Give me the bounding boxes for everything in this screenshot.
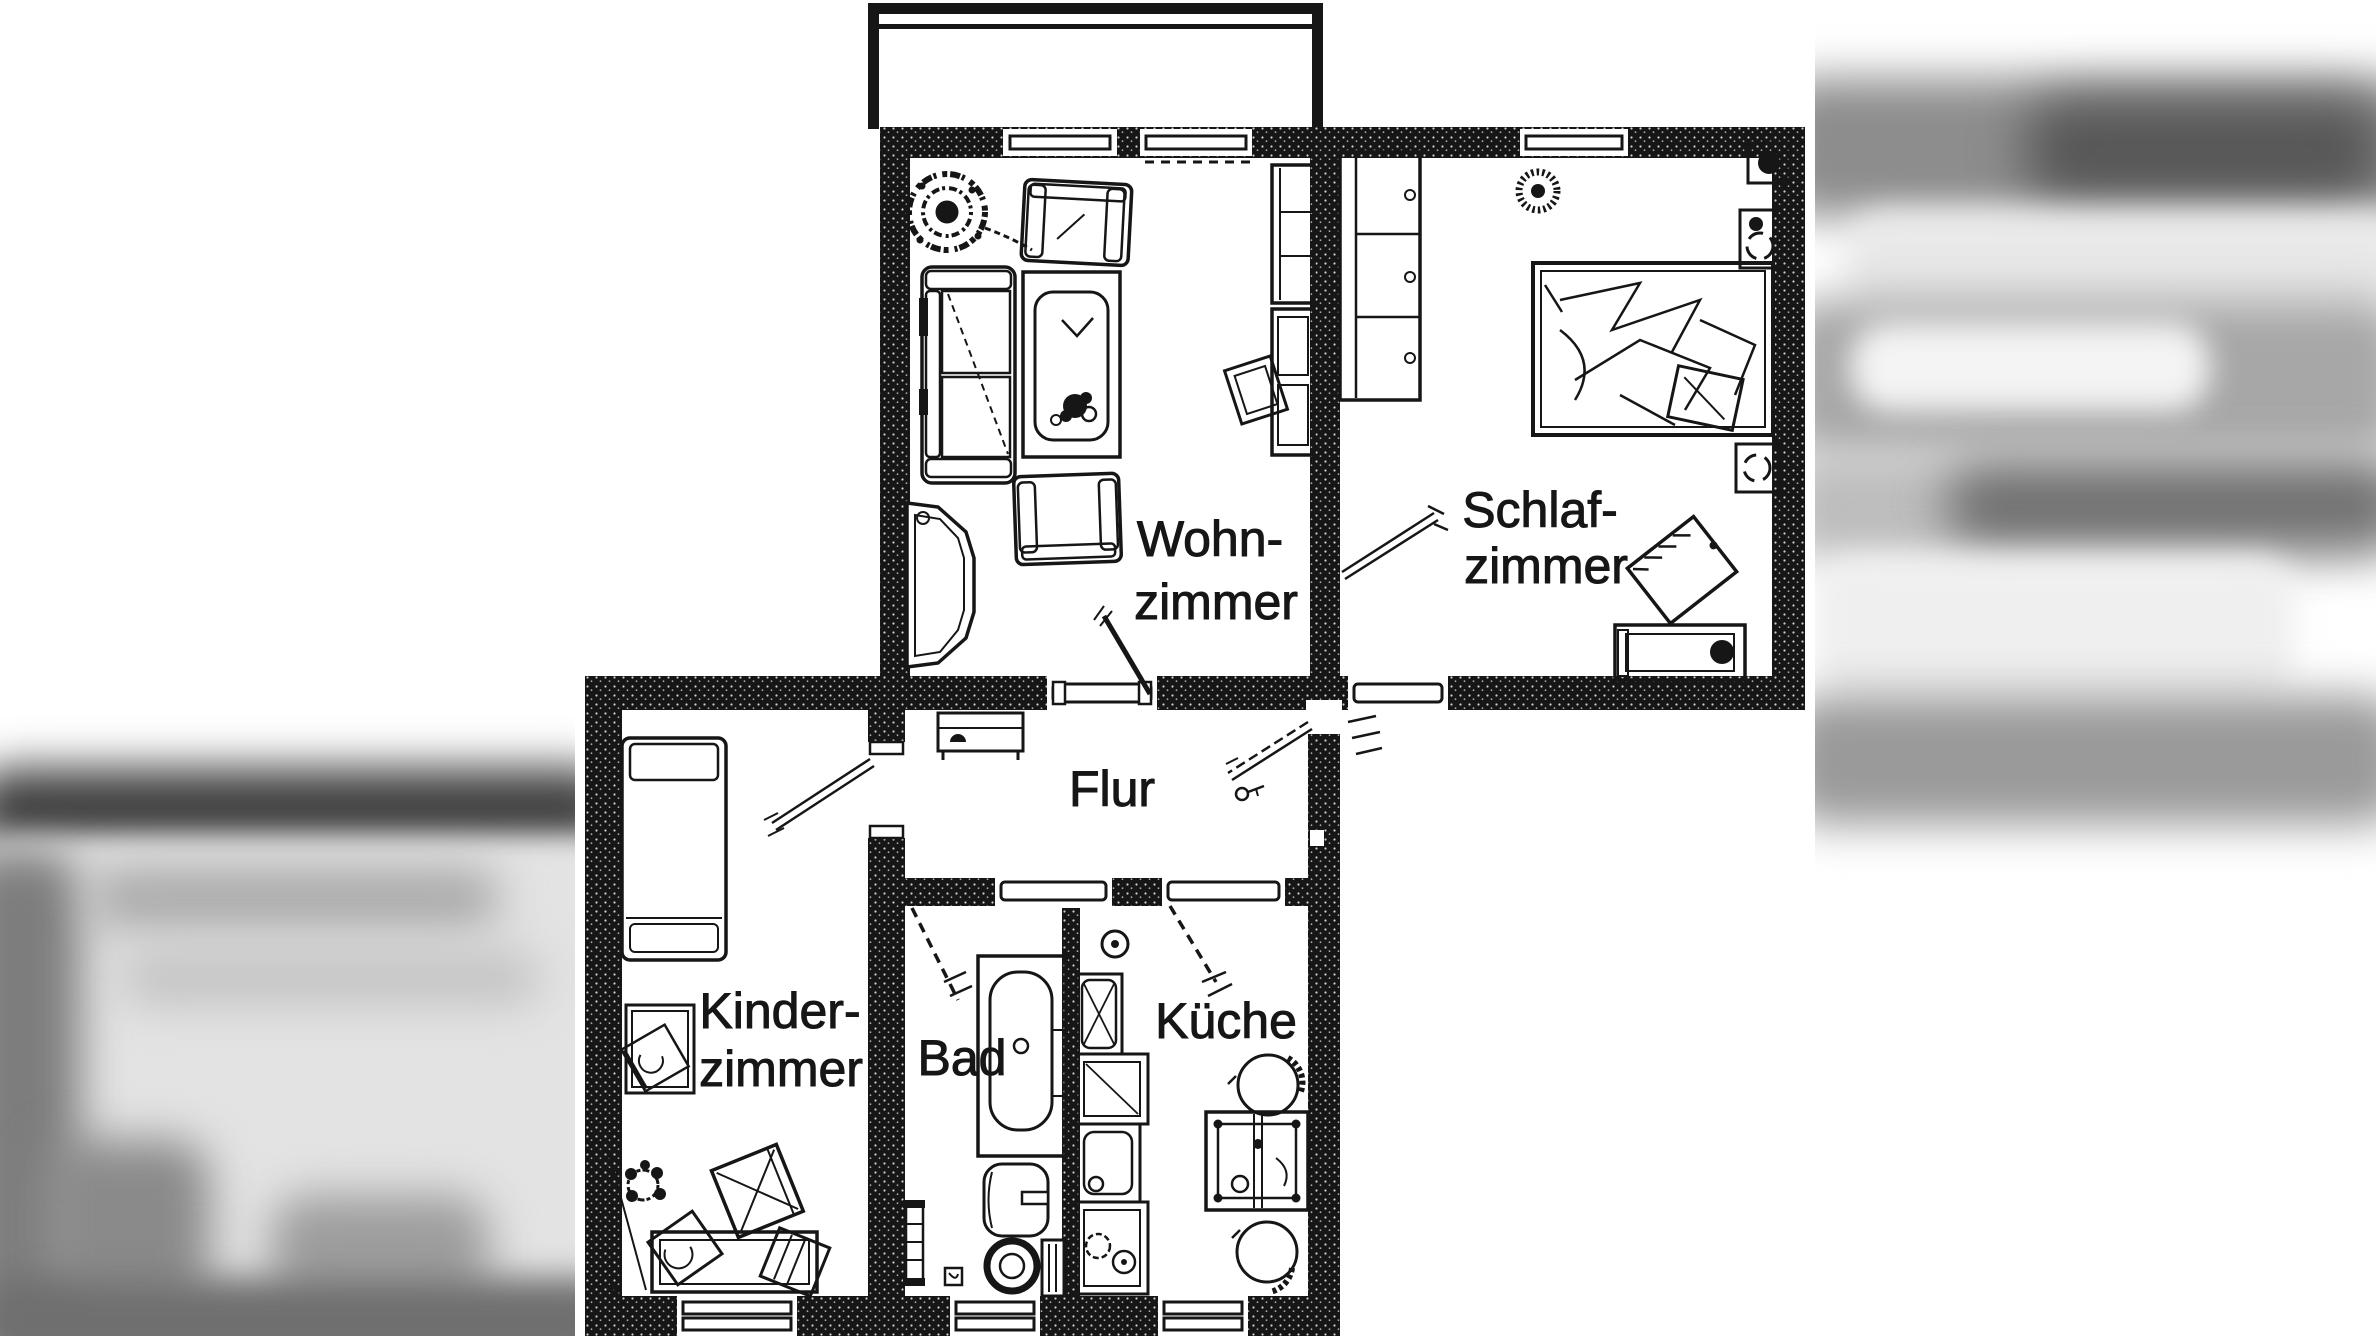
bathtub-icon xyxy=(976,954,1068,1158)
stair-marks xyxy=(1347,714,1383,756)
blur-shape xyxy=(1815,556,2295,696)
radiator-icon xyxy=(903,1200,925,1286)
blur-shape xyxy=(0,768,585,848)
kitchen-counter-icon xyxy=(1074,972,1150,1296)
floor-line xyxy=(599,1267,619,1295)
double-bed-icon xyxy=(1531,261,1775,437)
schlafzimmer-label-line1: Schlaf- xyxy=(1462,482,1618,538)
wardrobe-icon xyxy=(1338,150,1422,402)
kinderzimmer-label-line1: Kinder- xyxy=(699,983,860,1039)
ceiling-lamp-icon xyxy=(1515,168,1561,214)
kitchen: Küche xyxy=(1074,905,1310,1296)
flur-label: Flur xyxy=(1069,761,1155,817)
ceiling-lamp-icon xyxy=(1100,929,1130,959)
blur-shape xyxy=(120,952,540,1004)
sofa-icon xyxy=(919,265,1017,485)
blur-shape xyxy=(1850,322,2210,412)
living-room: Wohn- zimmer xyxy=(905,163,1316,696)
tv-icon xyxy=(1222,354,1290,426)
armchair-icon xyxy=(1019,177,1134,268)
balcony xyxy=(868,3,1323,129)
kueche-label: Küche xyxy=(1155,993,1297,1049)
small-chair-icon xyxy=(645,1209,725,1287)
wall-openings xyxy=(677,129,1628,1336)
play-chair-icon xyxy=(709,1142,806,1240)
blur-shape xyxy=(0,1278,585,1336)
blur-shape xyxy=(90,868,500,928)
background-blur-right xyxy=(1805,0,2376,1336)
kinderzimmer-label-line2: zimmer xyxy=(699,1041,863,1097)
bench-icon xyxy=(1613,623,1747,682)
door-swing xyxy=(1168,905,1233,998)
childrens-room: Kinder- zimmer xyxy=(599,736,875,1299)
wohnzimmer-label-line2: zimmer xyxy=(1134,574,1298,630)
dining-table-icon xyxy=(905,501,976,669)
plant-icon xyxy=(906,171,1033,253)
dresser-icon xyxy=(936,711,1025,760)
wall-unit-icon xyxy=(1270,163,1316,457)
blur-shape xyxy=(1945,468,2376,543)
stool-icon xyxy=(1227,1053,1306,1117)
desk-chair-icon xyxy=(619,1023,691,1093)
hallway: Flur xyxy=(936,711,1383,818)
blur-shape xyxy=(2025,100,2376,200)
play-table-icon xyxy=(650,1230,819,1294)
schlafzimmer-label-line2: zimmer xyxy=(1464,538,1628,594)
door-swing xyxy=(910,907,973,1001)
entry-door-swing xyxy=(1225,720,1313,802)
corner-radiator-icon xyxy=(1746,141,1792,185)
nightstand-icon xyxy=(1734,442,1782,494)
coffee-table-icon xyxy=(1021,270,1122,459)
armchair-icon xyxy=(1011,471,1124,567)
plant-icon xyxy=(625,1160,666,1202)
desk-icon xyxy=(624,1003,696,1095)
blur-shape xyxy=(1805,695,2376,825)
bad-label: Bad xyxy=(918,1030,1007,1086)
sink-icon xyxy=(982,1162,1050,1238)
floor-line xyxy=(607,1149,647,1291)
toilet-icon xyxy=(983,1237,1066,1298)
door-swing xyxy=(1341,504,1449,581)
door-swing xyxy=(1093,605,1153,696)
small-chair-icon xyxy=(758,1225,832,1299)
stool-icon xyxy=(1231,1220,1299,1295)
background-blur-left xyxy=(0,0,585,1336)
blur-shape xyxy=(1845,210,2376,310)
bed-icon xyxy=(620,736,728,962)
bathroom: Bad xyxy=(903,907,1068,1298)
nightstand-icon xyxy=(1738,208,1784,270)
scan-paper xyxy=(575,0,1815,1336)
door-swing xyxy=(763,757,875,837)
floor-drain-icon xyxy=(943,1266,964,1287)
bedroom: Schlaf- zimmer xyxy=(1338,141,1792,682)
chair-icon xyxy=(1624,514,1740,626)
wohnzimmer-label-line1: Wohn- xyxy=(1137,511,1283,567)
